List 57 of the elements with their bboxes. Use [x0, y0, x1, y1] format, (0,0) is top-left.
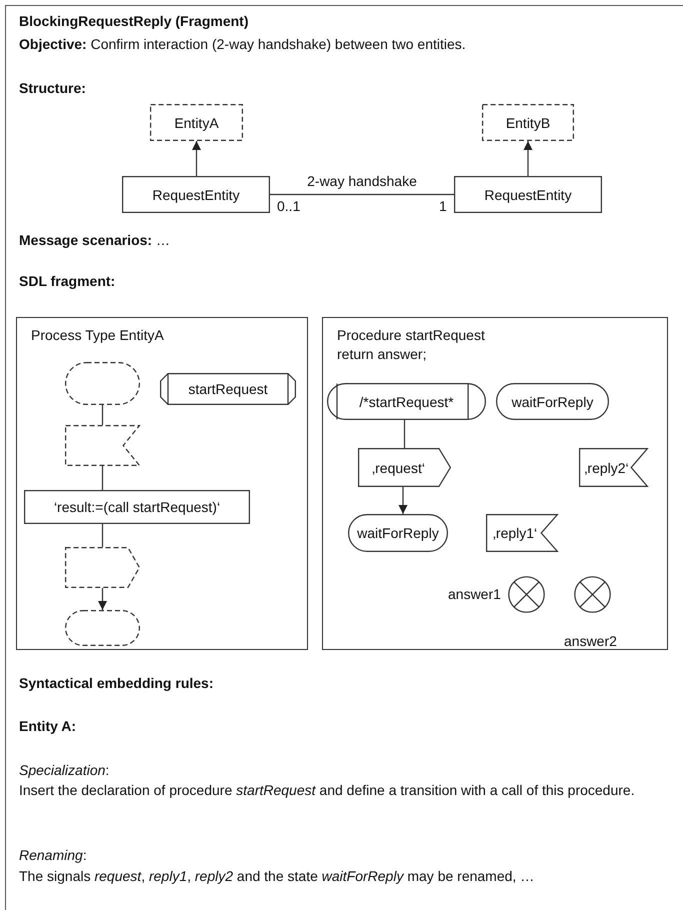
- input-signal-symbol: [579, 448, 648, 487]
- output-signal-symbol: [65, 547, 140, 588]
- node-label: ‚reply2‘: [584, 460, 629, 476]
- node-label: waitForReply: [512, 394, 594, 410]
- arrow: [524, 141, 532, 176]
- text-paragraph: Objective: Confirm interaction (2-way handshake) between two entities.: [19, 35, 467, 54]
- section-heading: SDL fragment:: [19, 272, 116, 291]
- procedure-start-symbol: [327, 383, 486, 420]
- input-signal-symbol: [486, 514, 558, 552]
- state-symbol: [496, 383, 609, 420]
- return-label: answer2: [564, 632, 617, 651]
- node-label: RequestEntity: [484, 186, 572, 202]
- text-paragraph: The signals request, reply1, reply2 and the state waitForReply may be renamed, …: [19, 867, 536, 886]
- return-symbol: [574, 576, 611, 613]
- association-line: [270, 194, 454, 196]
- class-box: [122, 176, 270, 213]
- connector-line: [102, 466, 104, 490]
- text-paragraph: Specialization:: [19, 761, 110, 780]
- edge-label: 2-way handshake: [306, 172, 418, 191]
- procedure-reference-symbol: [160, 373, 296, 405]
- frame-panel: [322, 317, 668, 650]
- multiplicity-label: 0..1: [277, 197, 300, 216]
- frame-title: Procedure startRequest return answer;: [337, 326, 486, 364]
- return-symbol: [508, 576, 545, 613]
- node-label: ‚request‘: [372, 460, 425, 476]
- arrow: [398, 487, 408, 514]
- node-label: ‘result:=(call startRequest)‘: [54, 499, 220, 515]
- input-signal-symbol: [65, 425, 140, 466]
- multiplicity-label: 1: [439, 197, 447, 216]
- connector-line: [404, 420, 406, 448]
- arrow: [192, 141, 201, 176]
- connector-line: [102, 405, 104, 425]
- section-heading: Structure:: [19, 79, 87, 98]
- section-heading: Syntactical embedding rules:: [19, 674, 214, 693]
- node-label: ‚reply1‘: [492, 525, 538, 541]
- return-label: answer1: [448, 585, 501, 604]
- text-paragraph: Message scenarios: …: [19, 231, 171, 250]
- node-label: EntityB: [506, 114, 550, 130]
- state-symbol: [348, 514, 448, 552]
- arrow: [98, 588, 107, 610]
- node-label: /*startRequest*: [359, 394, 454, 410]
- frame-panel: [16, 317, 308, 650]
- text-paragraph: Insert the declaration of procedure startRequest and define a transition with a call of this procedure.: [19, 781, 636, 800]
- node-label: RequestEntity: [152, 186, 240, 202]
- node-label: waitForReply: [357, 525, 439, 541]
- text-paragraph: Renaming:: [19, 846, 88, 865]
- node-label: startRequest: [188, 381, 268, 397]
- node-label: EntityA: [174, 114, 219, 130]
- section-heading: Entity A:: [19, 717, 78, 736]
- connector-line: [102, 524, 104, 547]
- class-box: [454, 176, 602, 213]
- output-signal-symbol: [358, 448, 451, 487]
- class-box: [150, 104, 243, 141]
- frame-title: Process Type EntityA: [31, 326, 164, 345]
- diagram-title: BlockingRequestReply (Fragment): [19, 12, 248, 31]
- task-box: [24, 490, 250, 524]
- class-box: [482, 104, 574, 141]
